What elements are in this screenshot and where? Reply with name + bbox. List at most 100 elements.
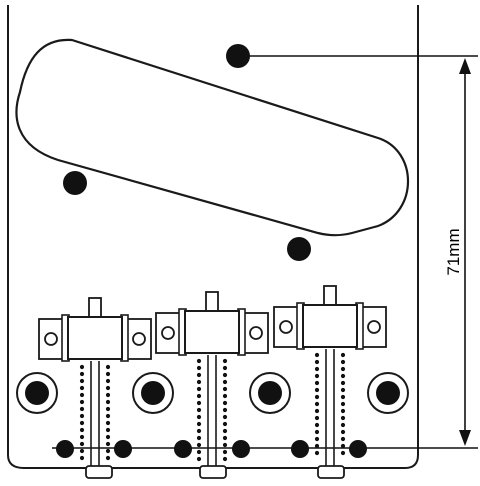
saddle-3-spring-1-coil [314, 352, 320, 358]
string-holes [56, 440, 367, 458]
saddle-3-spring-2-coil [340, 380, 346, 386]
saddle-2-height-screw [205, 291, 219, 313]
string-hole-1 [56, 440, 74, 458]
saddle-2-right-screw-icon [249, 326, 263, 340]
saddle-1-spring-2-coil [105, 420, 111, 426]
screw-tab-3 [317, 465, 345, 479]
saddle-1-spring-1-coil [79, 455, 85, 461]
saddle-1-spring-2-coil [105, 378, 111, 384]
saddle-1-spring-2-coil [105, 371, 111, 377]
saddle-1-spring-2-coil [105, 399, 111, 405]
saddle-3-right-screw-icon [367, 320, 381, 334]
saddle-3-spring-1-coil [314, 401, 320, 407]
saddle-1-spring-2-coil [105, 406, 111, 412]
saddle-1-spring-1-coil [79, 413, 85, 419]
dimension-arrow-bottom [459, 430, 471, 446]
string-hole-2 [114, 440, 132, 458]
saddle-2-spring-1-coil [196, 365, 202, 371]
saddle-1-spring-2-coil [105, 434, 111, 440]
bridge-hole-4 [376, 381, 400, 405]
saddle-1-spring-1-coil [79, 427, 85, 433]
bottom-screw-tabs [85, 465, 345, 479]
saddle-3-spring-2-coil [340, 359, 346, 365]
bridge-hole-1 [25, 381, 49, 405]
dimension-label: 71mm [444, 228, 463, 275]
saddle-1-spring-1-coil [79, 371, 85, 377]
saddle-2-spring-1-coil [196, 442, 202, 448]
saddle-3-spring-2-coil [340, 373, 346, 379]
saddle-3-spring-1-coil [314, 429, 320, 435]
saddle-2-spring-2-coil [222, 365, 228, 371]
saddle-2-spring-2-coil [222, 414, 228, 420]
screw-tab-2 [199, 465, 227, 479]
saddle-1-spring-1-coil [79, 392, 85, 398]
string-hole-6 [349, 440, 367, 458]
saddle-2-barrel [184, 310, 240, 354]
saddle-3-spring-2-coil [340, 366, 346, 372]
saddle-3-spring-2-coil [340, 408, 346, 414]
saddle-3-spring-2-coil [340, 352, 346, 358]
saddle-2-left-screw-icon [161, 326, 175, 340]
saddle-1-spring-1-coil [79, 406, 85, 412]
saddle-1-spring-1-coil [79, 385, 85, 391]
saddle-1-spring-2-coil [105, 448, 111, 454]
saddle-3-height-screw [323, 285, 337, 307]
saddle-1-spring-2-coil [105, 413, 111, 419]
saddle-3-spring-1-coil [314, 450, 320, 456]
saddle-2-spring-2-coil [222, 386, 228, 392]
saddle-3-spring-1-coil [314, 408, 320, 414]
mount-hole-right [287, 237, 311, 261]
saddle-2-spring-1-coil [196, 386, 202, 392]
saddle-2-spring-2-coil [222, 400, 228, 406]
saddle-3-spring-2-coil [340, 436, 346, 442]
mount-hole-left [63, 171, 87, 195]
saddle-3-barrel [302, 304, 358, 348]
screw-tab-1 [85, 465, 113, 479]
saddle-1-spring-1-coil [79, 399, 85, 405]
saddle-3-spring-1-coil [314, 359, 320, 365]
saddle-1-spring-1-coil [79, 448, 85, 454]
bridge-mount-holes [16, 372, 409, 414]
saddle-2-spring-1-coil [196, 414, 202, 420]
saddle-2-spring-2-coil [222, 358, 228, 364]
saddle-1-spring-2-coil [105, 392, 111, 398]
saddle-3-spring-1-coil [314, 373, 320, 379]
saddle-3-spring-2-coil [340, 401, 346, 407]
saddle-2-spring-1-coil [196, 393, 202, 399]
dimension-arrow-top [459, 58, 471, 74]
saddle-2-spring-2-coil [222, 435, 228, 441]
saddle-1-right-screw-icon [132, 332, 146, 346]
saddle-3-spring-2-coil [340, 387, 346, 393]
saddle-1-spring-1-coil [79, 420, 85, 426]
saddle-2-spring-2-coil [222, 407, 228, 413]
saddle-3-left-screw-icon [279, 320, 293, 334]
saddle-2-spring-1-coil [196, 407, 202, 413]
saddle-1-left-block [38, 318, 64, 360]
saddle-2-spring-1-coil [196, 421, 202, 427]
saddle-2-spring-2-coil [222, 372, 228, 378]
saddle-2-spring-2-coil [222, 456, 228, 462]
bridge-hole-2 [141, 381, 165, 405]
bridge-hole-3 [258, 381, 282, 405]
saddle-3-spring-2-coil [340, 415, 346, 421]
saddle-3-spring-1-coil [314, 387, 320, 393]
saddle-3-spring-1-coil [314, 415, 320, 421]
saddle-2-spring-1-coil [196, 400, 202, 406]
saddle-3-spring-1-coil [314, 422, 320, 428]
string-hole-3 [174, 440, 192, 458]
saddle-1-spring-2-coil [105, 364, 111, 370]
saddle-3-spring-1-coil [314, 366, 320, 372]
saddle-3-spring-1-coil [314, 436, 320, 442]
saddle-2-spring-2-coil [222, 428, 228, 434]
saddle-3-spring-1-coil [314, 394, 320, 400]
saddle-2-spring-1-coil [196, 428, 202, 434]
saddle-3-spring-1-coil [314, 380, 320, 386]
saddle-3-spring-2-coil [340, 450, 346, 456]
saddle-2-spring-2-coil [222, 393, 228, 399]
saddle-3-spring-2-coil [340, 443, 346, 449]
saddle-2-spring-1-coil [196, 358, 202, 364]
saddle-1-spring-2-coil [105, 441, 111, 447]
saddle-2-spring-2-coil [222, 442, 228, 448]
saddle-2-spring-1-coil [196, 379, 202, 385]
